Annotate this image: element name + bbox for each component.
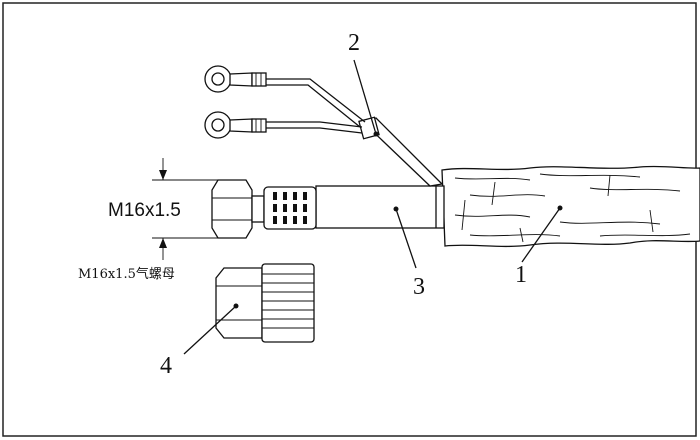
dimension-m16: M16x1.5 bbox=[108, 158, 218, 260]
leader-lines bbox=[183, 59, 563, 355]
label-part-2: 2 bbox=[348, 30, 360, 56]
ring-terminal-upper bbox=[204, 65, 267, 93]
part-3-cable bbox=[315, 185, 445, 229]
ring-terminal-lower bbox=[204, 111, 267, 139]
nut-caption: M16x1.5气螺母 bbox=[78, 266, 175, 282]
label-part-3: 3 bbox=[413, 274, 425, 300]
label-part-4: 4 bbox=[160, 353, 172, 379]
part-2-wire-branch bbox=[265, 78, 444, 187]
gas-connector bbox=[211, 179, 317, 239]
part-1-sleeve bbox=[441, 165, 700, 248]
dimension-text: M16x1.5 bbox=[108, 200, 181, 221]
part-4-gas-nut: M16x1.5气螺母 bbox=[78, 263, 315, 343]
label-part-1: 1 bbox=[515, 262, 527, 288]
